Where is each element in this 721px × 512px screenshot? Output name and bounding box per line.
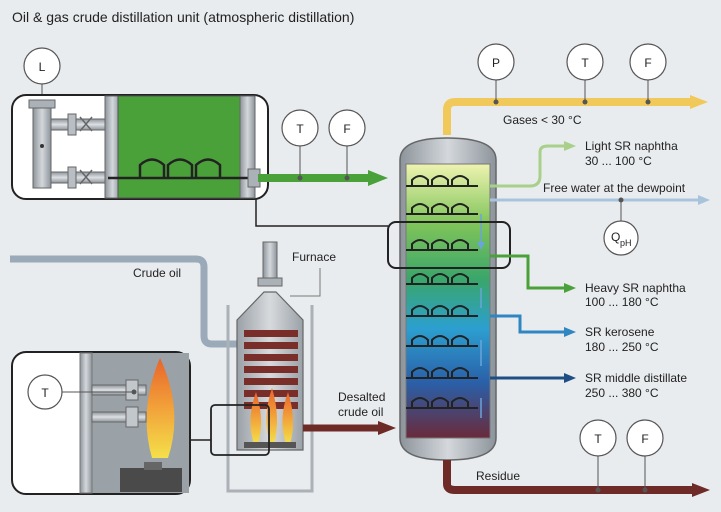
diagram-title: Oil & gas crude distillation unit (atmos… — [12, 9, 354, 25]
residue-temperature-instrument — [579, 419, 617, 457]
level-instrument — [23, 47, 61, 85]
ph-analyzer-instrument — [603, 220, 639, 256]
feed-flow-instrument — [328, 109, 366, 147]
green-feed-line: T F — [258, 109, 388, 186]
gases-line: Gases < 30 °C — [443, 95, 708, 135]
free-water-label: Free water at the dewpoint — [543, 181, 686, 195]
free-water-draw: Free water at the dewpoint Q pH — [490, 181, 710, 256]
kerosene-range: 180 ... 250 °C — [585, 340, 659, 354]
gas-temperature-symbol: T — [581, 56, 589, 70]
desalted-label-2: crude oil — [338, 405, 383, 419]
middle-distillate-range: 250 ... 380 °C — [585, 386, 659, 400]
gas-flow-instrument — [629, 43, 667, 81]
crude-oil-line: Crude oil — [10, 255, 256, 350]
light-naphtha-range: 30 ... 100 °C — [585, 154, 652, 168]
kerosene-label: SR kerosene — [585, 325, 655, 339]
heavy-naphtha-draw: Heavy SR naphtha 100 ... 180 °C — [490, 254, 686, 309]
pressure-instrument — [477, 43, 515, 81]
furnace: Furnace — [226, 241, 336, 493]
residue-flow-symbol: F — [641, 432, 648, 446]
feed-flow-symbol: F — [343, 122, 350, 136]
gases-label: Gases < 30 °C — [503, 113, 582, 127]
light-naphtha-draw: Light SR naphtha 30 ... 100 °C — [490, 139, 678, 188]
level-vessel-detail: L — [11, 47, 269, 200]
burner-detail: T — [11, 351, 191, 495]
column-tray — [406, 367, 478, 379]
heavy-naphtha-range: 100 ... 180 °C — [585, 295, 659, 309]
light-naphtha-label: Light SR naphtha — [585, 139, 678, 153]
feed-temperature-instrument — [281, 109, 319, 147]
ph-subscript: pH — [620, 238, 632, 248]
residue-temperature-symbol: T — [594, 432, 602, 446]
column-tray — [406, 239, 478, 251]
furnace-tube — [244, 342, 298, 349]
desalted-label-1: Desalted — [338, 390, 385, 404]
furnace-tube — [244, 366, 298, 373]
tray-detail-highlight — [387, 221, 511, 269]
pressure-symbol: P — [492, 56, 500, 70]
column-tray — [406, 203, 478, 215]
burner-temperature-instrument — [27, 374, 63, 410]
residue-flow-instrument — [626, 419, 664, 457]
gas-flow-symbol: F — [644, 56, 651, 70]
furnace-tube — [244, 330, 298, 337]
residue-line: Residue T F — [443, 419, 710, 497]
residue-label: Residue — [476, 469, 520, 483]
kerosene-draw: SR kerosene 180 ... 250 °C — [490, 314, 659, 354]
column-tray — [406, 305, 478, 317]
desalted-crude-line: Desalted crude oil — [303, 390, 396, 435]
column-tray — [406, 175, 478, 187]
distillation-column — [399, 137, 497, 461]
furnace-tube — [244, 354, 298, 361]
level-symbol: L — [39, 60, 46, 74]
column-tray — [406, 397, 478, 409]
furnace-label: Furnace — [292, 250, 336, 264]
furnace-tube — [244, 378, 298, 385]
callout-leader-top — [255, 199, 388, 227]
column-tray — [406, 273, 478, 285]
gas-temperature-instrument — [566, 43, 604, 81]
heavy-naphtha-label: Heavy SR naphtha — [585, 281, 686, 295]
burner-detail-highlight — [210, 404, 270, 456]
crude-oil-label: Crude oil — [133, 266, 181, 280]
middle-distillate-label: SR middle distillate — [585, 371, 687, 385]
burner-temperature-symbol: T — [41, 386, 49, 400]
feed-temperature-symbol: T — [296, 122, 304, 136]
column-tray — [406, 335, 478, 347]
gas-instruments: P T F — [477, 43, 667, 105]
ph-q-symbol: Q — [611, 230, 620, 244]
middle-distillate-draw: SR middle distillate 250 ... 380 °C — [490, 371, 687, 400]
